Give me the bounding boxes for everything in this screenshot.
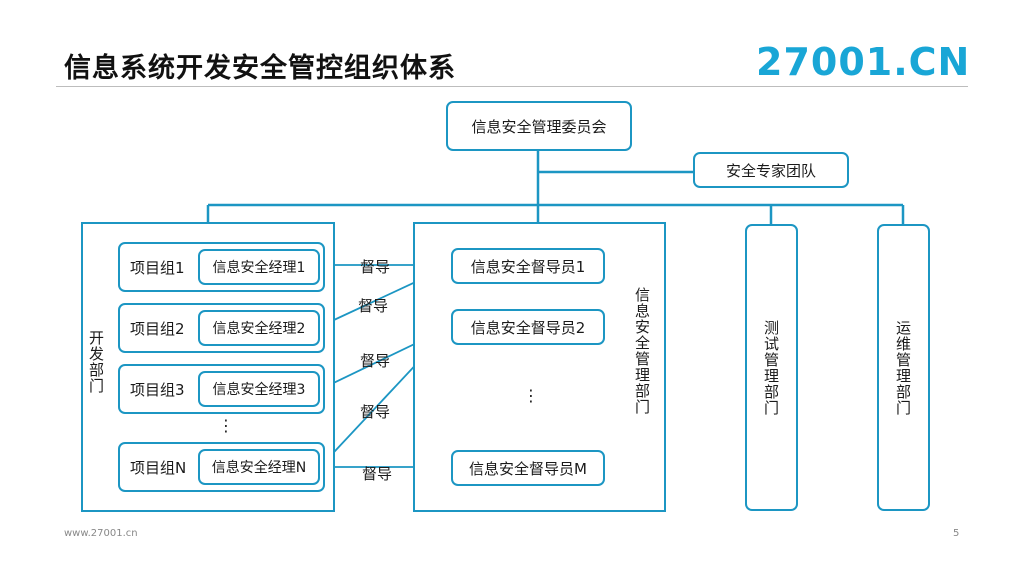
ops-dept-label: 运维管理部门 — [894, 319, 912, 416]
supervise-label: 督导 — [360, 403, 391, 421]
security-manager-label: 信息安全经理2 — [212, 321, 306, 337]
project-group-3: 项目组3 信息安全经理3 — [118, 364, 325, 414]
security-manager-label: 信息安全经理3 — [212, 382, 306, 398]
project-group-label: 项目组3 — [130, 380, 185, 399]
ellipsis-supervisors: ⋮ — [523, 386, 539, 405]
footer-url: www.27001.cn — [64, 528, 138, 539]
supervise-label: 督导 — [362, 465, 393, 483]
security-manager-label: 信息安全经理1 — [212, 260, 306, 276]
supervise-label: 督导 — [358, 297, 389, 315]
test-dept-label: 测试管理部门 — [762, 319, 780, 416]
supervisor-label: 信息安全督导员1 — [470, 257, 586, 276]
project-group-n: 项目组N 信息安全经理N — [118, 442, 325, 492]
project-group-label: 项目组1 — [130, 258, 185, 277]
project-group-2: 项目组2 信息安全经理2 — [118, 303, 325, 353]
supervisor-2-box: 信息安全督导员2 — [451, 309, 605, 345]
supervisor-label: 信息安全督导员2 — [470, 318, 586, 337]
committee-box: 信息安全管理委员会 — [446, 101, 632, 151]
project-group-1: 项目组1 信息安全经理1 — [118, 242, 325, 292]
experts-box: 安全专家团队 — [693, 152, 849, 188]
project-group-label: 项目组2 — [130, 319, 185, 338]
project-group-label: 项目组N — [130, 458, 187, 477]
sec-dept-label: 信息安全管理部门 — [633, 287, 651, 415]
supervisor-label: 信息安全督导员M — [469, 459, 587, 478]
page-number: 5 — [953, 528, 960, 539]
title-divider — [56, 86, 968, 87]
supervise-label: 督导 — [360, 352, 391, 370]
logo: 27001.CN — [756, 40, 971, 84]
supervisor-1-box: 信息安全督导员1 — [451, 248, 605, 284]
security-manager-box: 信息安全经理N — [198, 449, 320, 485]
security-manager-box: 信息安全经理1 — [198, 249, 320, 285]
security-manager-label: 信息安全经理N — [211, 460, 307, 476]
committee-label: 信息安全管理委员会 — [471, 117, 607, 136]
page-title: 信息系统开发安全管控组织体系 — [64, 53, 456, 84]
security-manager-box: 信息安全经理2 — [198, 310, 320, 346]
ops-dept-box: 运维管理部门 — [877, 224, 930, 511]
security-manager-box: 信息安全经理3 — [198, 371, 320, 407]
dev-dept-label: 开发部门 — [87, 330, 105, 394]
supervise-label: 督导 — [360, 258, 391, 276]
supervisor-m-box: 信息安全督导员M — [451, 450, 605, 486]
ellipsis-groups: ⋮ — [218, 416, 234, 435]
test-dept-box: 测试管理部门 — [745, 224, 798, 511]
experts-label: 安全专家团队 — [725, 161, 816, 180]
